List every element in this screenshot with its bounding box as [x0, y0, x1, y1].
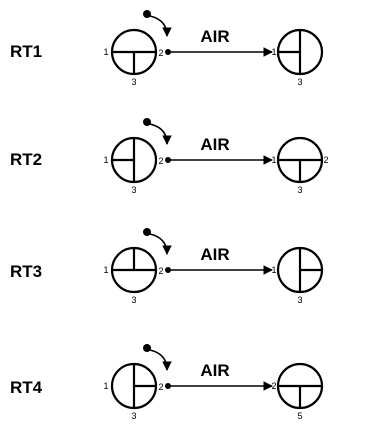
row-4-rotation-arrow [149, 349, 172, 371]
row-3-rotation-arrow [149, 233, 172, 255]
row-2-right-port-c: 2 [323, 155, 328, 165]
row-2-left-port-3: 3 [131, 185, 136, 195]
row-3-rotation-dot [143, 228, 151, 236]
row-label-rt1: RT1 [10, 42, 43, 61]
row-4-right-port-a: 2 [271, 381, 276, 391]
row-1-left-port-1: 1 [103, 47, 108, 57]
row-3-left-port-1: 1 [103, 265, 108, 275]
row-3-air-label: AIR [200, 245, 229, 264]
row-1-rotation-arrow [149, 15, 172, 37]
row-4-left-port-3: 3 [131, 411, 136, 421]
row-label-rt3: RT3 [10, 262, 43, 281]
row-1-left-port-2: 2 [158, 48, 163, 58]
row-2-right-port-a: 1 [271, 155, 276, 165]
row-1-air-label: AIR [200, 27, 229, 46]
row-3-right-port-a: 1 [271, 265, 276, 275]
row-1-left-port-3: 3 [131, 77, 136, 87]
row-1-right-port-a: 1 [271, 47, 276, 57]
row-4-left-port-2: 2 [158, 382, 163, 392]
row-4-rotation-dot [143, 344, 151, 352]
row-2-left-port-1: 1 [103, 155, 108, 165]
row-3-right-port-b: 3 [297, 295, 302, 305]
row-2-rotation-arrow [149, 123, 172, 145]
row-4-air-label: AIR [200, 361, 229, 380]
row-4-right-port-b: 5 [297, 411, 302, 421]
row-label-rt2: RT2 [10, 150, 43, 169]
row-2-air-label: AIR [200, 135, 229, 154]
row-1-right-port-b: 3 [297, 77, 302, 87]
row-3-left-port-3: 3 [131, 295, 136, 305]
row-2-rotation-dot [143, 118, 151, 126]
row-1-rotation-dot [143, 10, 151, 18]
row-4-left-port-1: 1 [103, 381, 108, 391]
row-label-rt4: RT4 [10, 378, 43, 397]
row-2-right-port-b: 3 [297, 185, 302, 195]
row-2-left-port-2: 2 [158, 156, 163, 166]
row-3-left-port-2: 2 [158, 266, 163, 276]
